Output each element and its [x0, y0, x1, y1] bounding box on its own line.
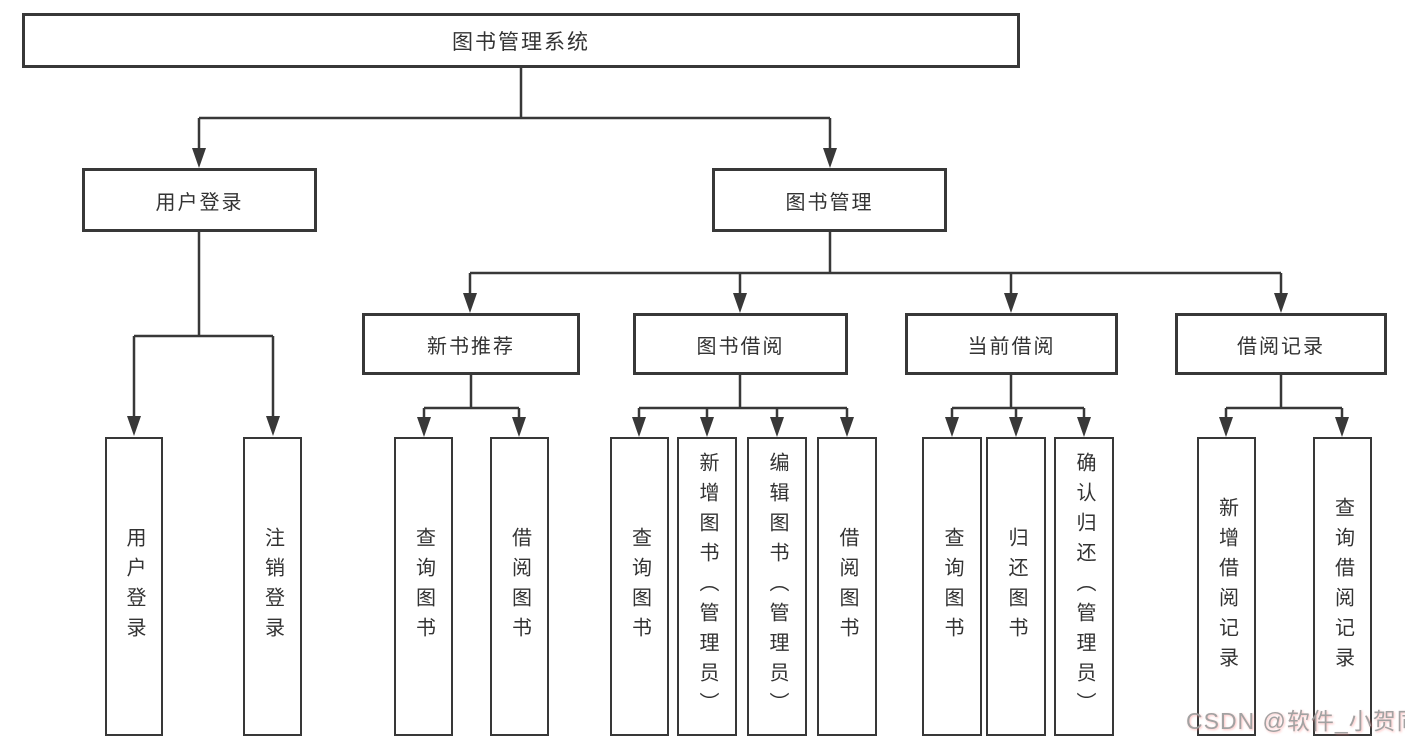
leaf-query-borrow-record: 查询借阅记录 [1313, 437, 1372, 736]
leaf-query-books-1-label: 查询图书 [412, 526, 435, 647]
node-user-login: 用户登录 [82, 168, 317, 232]
leaf-borrow-books-1-label: 借阅图书 [508, 526, 531, 647]
leaf-add-borrow-record: 新增借阅记录 [1197, 437, 1256, 736]
leaf-query-books-3-label: 查询图书 [941, 526, 963, 647]
leaf-confirm-return-admin: 确认归还（管理员） [1054, 437, 1114, 736]
node-borrowing-records: 借阅记录 [1175, 313, 1387, 375]
node-book-management-label: 图书管理 [785, 191, 874, 214]
leaf-borrow-books-2: 借阅图书 [817, 437, 877, 736]
node-current-borrowing-label: 当前借阅 [967, 335, 1056, 358]
leaf-confirm-return-admin-label: 确认归还（管理员） [1073, 451, 1095, 722]
leaf-add-borrow-record-label: 新增借阅记录 [1215, 496, 1238, 677]
node-book-management: 图书管理 [712, 168, 947, 232]
node-current-borrowing: 当前借阅 [905, 313, 1118, 375]
leaf-add-book-admin-label: 新增图书（管理员） [696, 451, 718, 722]
leaf-edit-book-admin: 编辑图书（管理员） [747, 437, 807, 736]
leaf-edit-book-admin-label: 编辑图书（管理员） [766, 451, 788, 722]
leaf-return-books: 归还图书 [986, 437, 1046, 736]
node-user-login-label: 用户登录 [155, 191, 244, 214]
leaf-query-books-2-label: 查询图书 [628, 526, 651, 647]
leaf-return-books-label: 归还图书 [1005, 526, 1027, 647]
node-borrowing-records-label: 借阅记录 [1237, 335, 1325, 358]
leaf-user-login-label: 用户登录 [123, 526, 145, 647]
leaf-logout: 注销登录 [243, 437, 302, 736]
node-book-borrowing-label: 图书借阅 [696, 335, 785, 358]
connector-stems [132, 68, 1344, 421]
leaf-logout-label: 注销登录 [261, 526, 284, 647]
csdn-watermark: CSDN @软件_小贺同学 [1186, 708, 1405, 734]
leaf-add-book-admin: 新增图书（管理员） [677, 437, 737, 736]
leaf-query-books-3: 查询图书 [922, 437, 982, 736]
leaf-query-books-1: 查询图书 [394, 437, 453, 736]
node-book-borrowing: 图书借阅 [633, 313, 848, 375]
leaf-borrow-books-1: 借阅图书 [490, 437, 549, 736]
leaf-query-borrow-record-label: 查询借阅记录 [1331, 496, 1354, 677]
node-new-book-recommend-label: 新书推荐 [427, 335, 515, 358]
node-new-book-recommend: 新书推荐 [362, 313, 580, 375]
leaf-user-login: 用户登录 [105, 437, 163, 736]
leaf-query-books-2: 查询图书 [610, 437, 669, 736]
node-root: 图书管理系统 [22, 13, 1020, 68]
leaf-borrow-books-2-label: 借阅图书 [836, 526, 858, 647]
node-root-label: 图书管理系统 [452, 30, 590, 54]
